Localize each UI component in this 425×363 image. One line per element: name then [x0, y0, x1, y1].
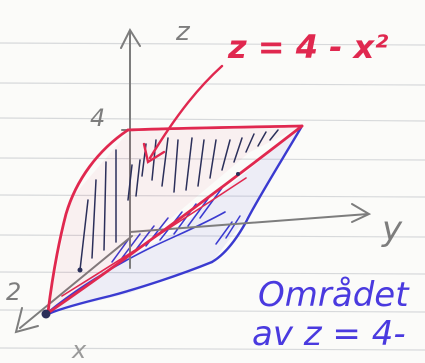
x-axis-label: x: [71, 336, 87, 363]
region-caption-line1: Området: [258, 275, 410, 315]
y-axis: [129, 213, 369, 233]
surface-region: [41, 124, 304, 319]
y-axis-label: y: [381, 209, 403, 249]
equation-label: z = 4 - x²: [227, 28, 388, 66]
x-axis-arrow-icon: [14, 307, 39, 334]
axes: [14, 27, 372, 334]
z-axis-label: z: [175, 17, 191, 47]
region-caption-line2: av z = 4-: [252, 314, 406, 354]
y-axis-arrow-icon: [351, 203, 372, 223]
tick-label-z: 4: [90, 104, 105, 132]
pointer-arrow-icon: [142, 64, 224, 164]
z-axis-arrow-icon: [120, 27, 141, 49]
tick-label-x: 2: [6, 278, 21, 306]
ruled-lines: [0, 42, 425, 351]
x-axis: [19, 235, 133, 329]
